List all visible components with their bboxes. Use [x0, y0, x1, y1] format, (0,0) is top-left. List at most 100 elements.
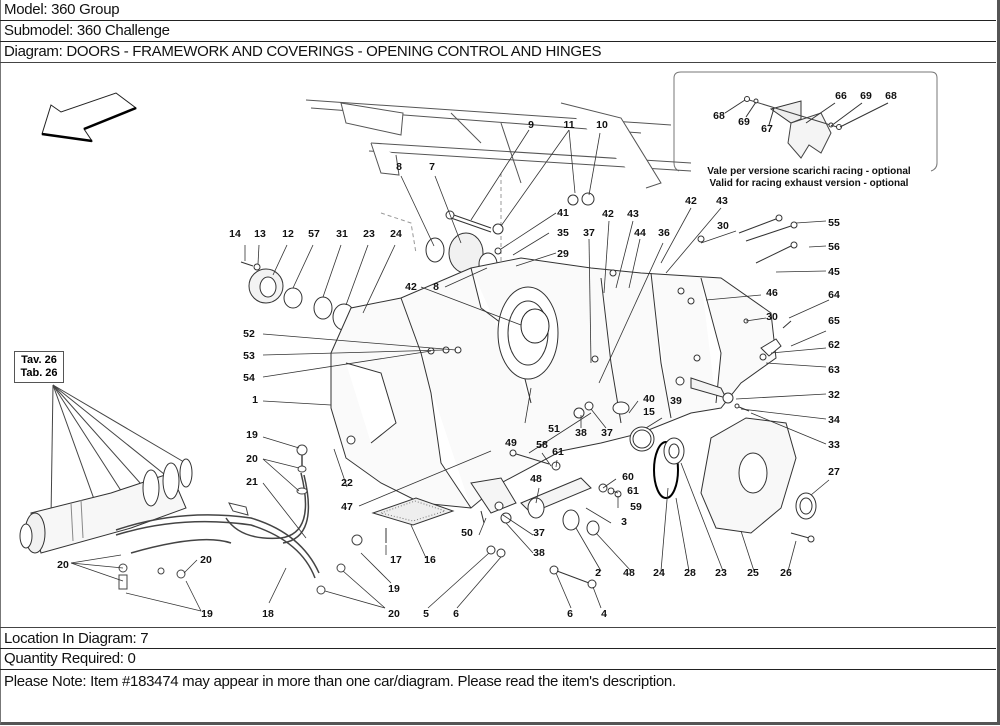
inset-callout: 69	[738, 116, 750, 128]
inset-callout: 66	[835, 90, 847, 102]
callout-label: 44	[634, 227, 646, 239]
callout-label: 22	[341, 477, 353, 489]
callout-label: 65	[828, 315, 840, 327]
inset-callout: 67	[761, 123, 773, 135]
inset-caption-english: Valid for racing exhaust version - optio…	[709, 178, 909, 189]
reference-leaders	[50, 384, 190, 519]
callout-label: 48	[623, 567, 635, 579]
callout-label: 41	[557, 207, 569, 219]
callout-label: 42	[405, 281, 417, 293]
callout-label: 27	[828, 466, 840, 478]
callout-label: 60	[622, 471, 634, 483]
inset-callout: 68	[885, 90, 897, 102]
callout-label: 43	[716, 195, 728, 207]
callout-label: 37	[533, 527, 545, 539]
callout-label: 61	[552, 446, 564, 458]
callout-label: 16	[424, 554, 436, 566]
callout-label: 42	[602, 208, 614, 220]
callout-label: 55	[828, 217, 840, 229]
callout-label: 51	[548, 423, 560, 435]
callout-label: 32	[828, 389, 840, 401]
callout-label: 15	[643, 406, 655, 418]
callout-label: 6	[567, 608, 573, 620]
callout-label: 38	[575, 427, 587, 439]
quantity-row: Quantity Required: 0	[0, 649, 996, 670]
callout-label: 14	[229, 228, 241, 240]
direction-arrow-icon	[41, 92, 138, 143]
callout-label: 12	[282, 228, 294, 240]
callout-label: 23	[715, 567, 727, 579]
callout-leaders	[70, 129, 830, 612]
note-row: Please Note: Item #183474 may appear in …	[4, 673, 676, 690]
callout-label: 17	[390, 554, 402, 566]
callout-label: 33	[828, 439, 840, 451]
callout-label: 20	[246, 453, 258, 465]
callout-label: 38	[533, 547, 545, 559]
reference-line-1: Tav. 26	[21, 354, 57, 366]
callout-label: 10	[596, 119, 608, 131]
housing-bolts	[697, 214, 798, 324]
callout-label: 1	[252, 394, 258, 406]
callout-label: 58	[536, 439, 548, 451]
callout-label: 26	[780, 567, 792, 579]
callout-label: 20	[200, 554, 212, 566]
rear-cover	[612, 401, 817, 543]
callout-label: 62	[828, 339, 840, 351]
callout-label: 8	[396, 161, 402, 173]
diagram-title-row: Diagram: DOORS - FRAMEWORK AND COVERINGS…	[0, 42, 996, 63]
callout-label: 37	[583, 227, 595, 239]
callout-label: 7	[429, 161, 435, 173]
callout-label: 18	[262, 608, 274, 620]
callout-label: 25	[747, 567, 759, 579]
callout-label: 40	[643, 393, 655, 405]
breather-hoses	[115, 444, 363, 595]
callout-label: 43	[627, 208, 639, 220]
callout-label: 52	[243, 328, 255, 340]
callout-label: 2	[595, 567, 601, 579]
callout-label: 30	[766, 311, 778, 323]
callout-label: 53	[243, 350, 255, 362]
callout-label: 30	[717, 220, 729, 232]
callout-label: 8	[433, 281, 439, 293]
callout-label: 13	[254, 228, 266, 240]
callout-label: 54	[243, 372, 255, 384]
parts-diagram-drawing	[19, 71, 938, 612]
callout-label: 57	[308, 228, 320, 240]
inset-callout: 68	[713, 110, 725, 122]
callout-label: 19	[388, 583, 400, 595]
reference-table-box[interactable]: Tav. 26 Tab. 26	[14, 351, 64, 383]
callout-label: 19	[201, 608, 213, 620]
reference-line-2: Tab. 26	[20, 367, 58, 379]
callout-label: 20	[57, 559, 69, 571]
racing-exhaust-inset	[673, 71, 938, 172]
oil-screen	[371, 497, 455, 543]
callout-label: 36	[658, 227, 670, 239]
callout-label: 34	[828, 414, 840, 426]
callout-label: 49	[505, 437, 517, 449]
drive-shaft	[19, 458, 193, 554]
parts-diagram: Tav. 26 Tab. 26 68 69 67 66 69 68 Vale p…	[1, 63, 996, 627]
callout-label: 50	[461, 527, 473, 539]
callout-label: 6	[453, 608, 459, 620]
callout-label: 11	[563, 119, 575, 131]
callout-label: 24	[390, 228, 402, 240]
callout-label: 29	[557, 248, 569, 260]
callout-label: 31	[336, 228, 348, 240]
callout-label: 23	[363, 228, 375, 240]
inset-caption-italian: Vale per versione scarichi racing - opti…	[707, 166, 911, 177]
callout-label: 42	[685, 195, 697, 207]
callout-label: 20	[388, 608, 400, 620]
callout-label: 5	[423, 608, 429, 620]
gearbox-housing	[330, 257, 777, 509]
callout-label: 63	[828, 364, 840, 376]
callout-label: 64	[828, 289, 840, 301]
callout-label: 37	[601, 427, 613, 439]
callout-label: 3	[621, 516, 627, 528]
callout-label: 21	[246, 476, 258, 488]
callout-label: 19	[246, 429, 258, 441]
callout-label: 39	[670, 395, 682, 407]
callout-label: 4	[601, 608, 607, 620]
inset-callout: 69	[860, 90, 872, 102]
chassis-frame	[305, 99, 692, 293]
